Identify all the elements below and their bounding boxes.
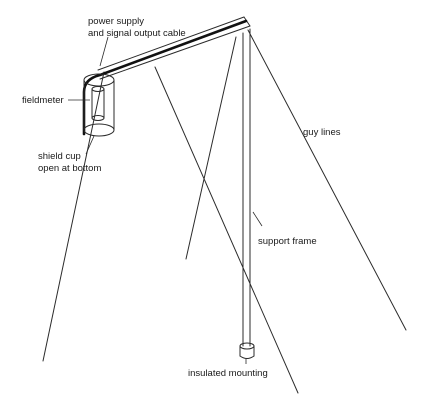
support-frame <box>97 16 251 347</box>
leader-lines <box>68 36 263 364</box>
support-arm-top-edge <box>97 16 245 71</box>
mounting-base <box>239 355 255 359</box>
insulated-mounting <box>239 342 255 359</box>
guy-lines <box>42 29 407 394</box>
support-arm-bottom-edge <box>99 25 251 80</box>
label-signal-output-cable: and signal output cable <box>88 28 186 39</box>
leader-support-frame <box>252 211 263 227</box>
label-fieldmeter: fieldmeter <box>22 95 64 106</box>
label-insulated-mounting: insulated mounting <box>188 368 268 379</box>
fieldmeter-bottom <box>91 115 105 121</box>
label-open-at-bottom: open at bottom <box>38 163 101 174</box>
label-support-frame: support frame <box>258 236 317 247</box>
label-power-supply: power supply <box>88 16 144 27</box>
label-shield-cup: shield cup <box>38 151 81 162</box>
guy-line-right <box>247 29 407 331</box>
leader-shield-cup <box>85 135 95 155</box>
guy-line-center <box>185 36 237 260</box>
shield-cup-bottom-opening <box>83 123 115 137</box>
fieldmeter-top <box>91 86 105 92</box>
guy-line-left-front <box>154 66 299 394</box>
shield-cup <box>83 73 115 137</box>
label-guy-lines: guy lines <box>303 127 341 138</box>
mounting-top <box>239 342 255 350</box>
fieldmeter <box>91 86 105 121</box>
leader-power-supply <box>99 36 109 67</box>
